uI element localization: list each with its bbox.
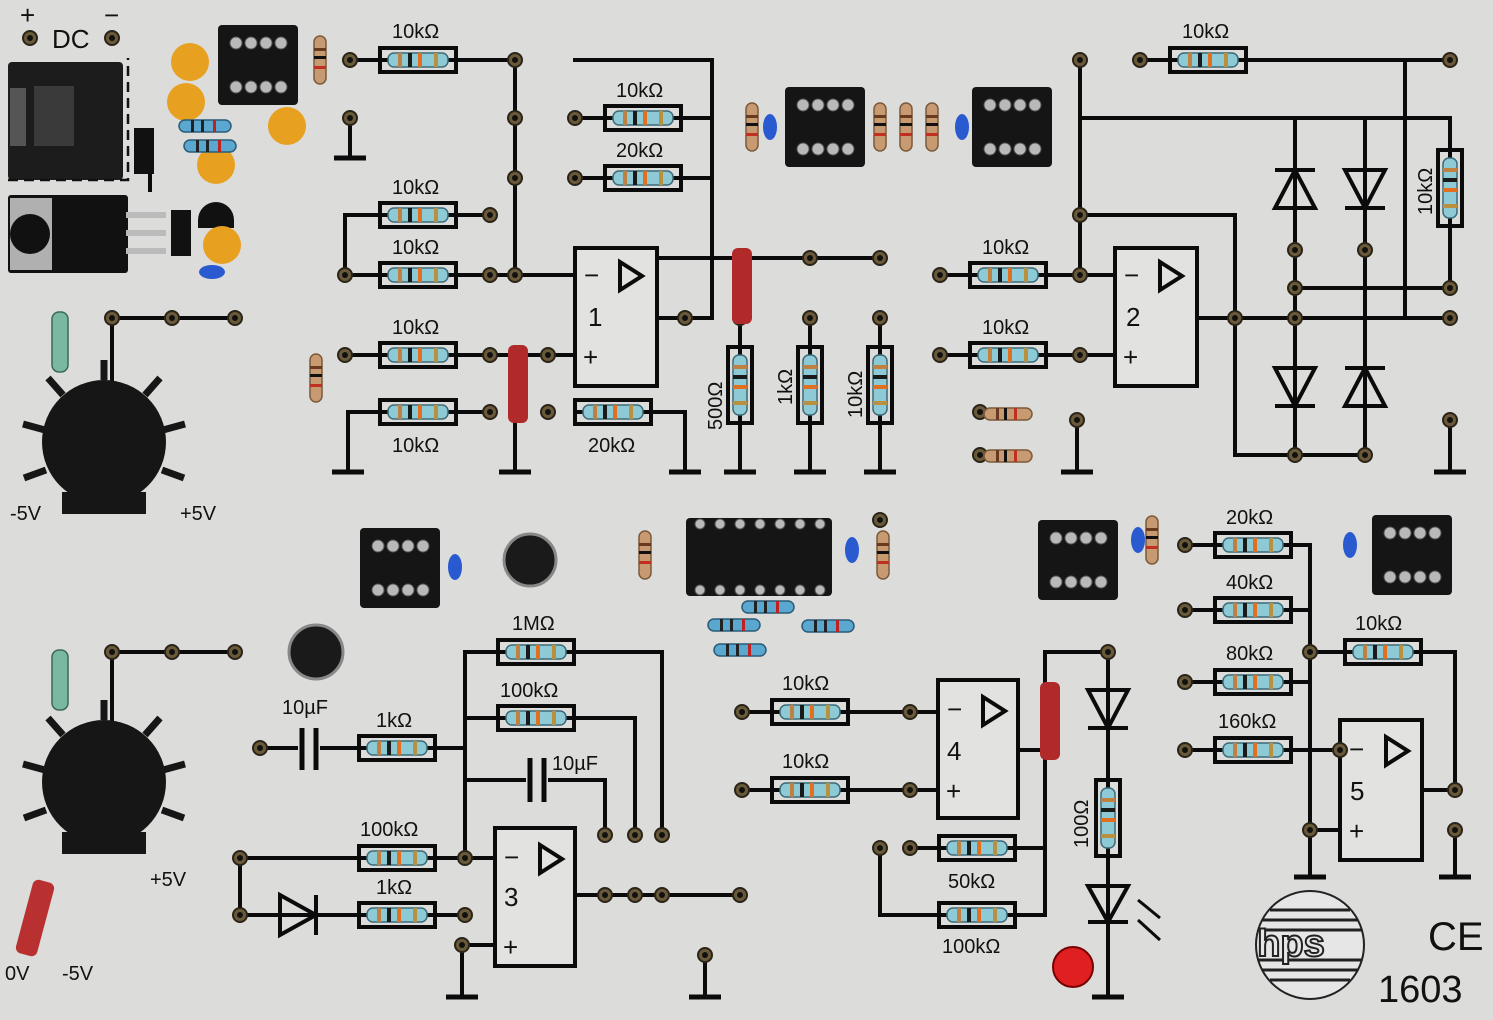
svg-text:20kΩ: 20kΩ	[616, 140, 663, 162]
svg-text:100kΩ: 100kΩ	[942, 936, 1000, 958]
svg-text:10kΩ: 10kΩ	[392, 435, 439, 457]
sockets[interactable]	[22, 30, 1463, 963]
knob-2	[22, 700, 186, 854]
svg-text:+: +	[503, 932, 518, 962]
svg-text:−: −	[1349, 734, 1364, 764]
svg-text:100kΩ: 100kΩ	[360, 819, 418, 841]
hps-logo-text: hps	[1257, 923, 1325, 965]
hps-logo	[1255, 890, 1365, 1000]
opamp-3: − + 3	[493, 826, 577, 968]
plus-label: +	[20, 0, 35, 30]
opamp-2-number: 2	[1126, 302, 1140, 332]
svg-text:10kΩ: 10kΩ	[1182, 21, 1229, 43]
svg-text:80kΩ: 80kΩ	[1226, 643, 1273, 665]
svg-text:10µF: 10µF	[552, 753, 598, 775]
svg-text:+: +	[1349, 816, 1364, 846]
ce-mark: CE	[1428, 915, 1484, 959]
opamp-1-number: 1	[588, 302, 602, 332]
svg-text:10kΩ: 10kΩ	[782, 673, 829, 695]
svg-text:50kΩ: 50kΩ	[948, 871, 995, 893]
svg-text:20kΩ: 20kΩ	[1226, 507, 1273, 529]
svg-text:10kΩ: 10kΩ	[392, 237, 439, 259]
switch-minus5v-label: -5V	[62, 963, 94, 985]
svg-text:100kΩ: 100kΩ	[500, 680, 558, 702]
svg-text:1kΩ: 1kΩ	[376, 877, 412, 899]
opamp-3-number: 3	[504, 882, 518, 912]
svg-text:+: +	[946, 776, 961, 806]
pot1-plus-label: +5V	[180, 503, 217, 525]
ic-14pin	[686, 518, 832, 596]
labels: + − DC 10kΩ 10kΩ 20kΩ 10kΩ 10kΩ 10kΩ 10k…	[5, 0, 1484, 1011]
capacitor-symbols	[298, 728, 548, 802]
switch-0v-label: 0V	[5, 963, 30, 985]
svg-text:+: +	[1123, 342, 1138, 372]
svg-text:10kΩ: 10kΩ	[982, 317, 1029, 339]
svg-text:100Ω: 100Ω	[1071, 800, 1093, 848]
dc-label: DC	[52, 24, 90, 54]
svg-text:10kΩ: 10kΩ	[392, 317, 439, 339]
led	[1052, 946, 1094, 988]
svg-text:10kΩ: 10kΩ	[1355, 613, 1402, 635]
svg-text:40kΩ: 40kΩ	[1226, 572, 1273, 594]
svg-text:10kΩ: 10kΩ	[1415, 168, 1437, 215]
svg-text:−: −	[504, 842, 519, 872]
svg-text:20kΩ: 20kΩ	[588, 435, 635, 457]
diode-symbols	[278, 165, 1389, 942]
svg-text:−: −	[584, 260, 599, 290]
svg-text:10kΩ: 10kΩ	[392, 177, 439, 199]
opamp-4: − + 4	[936, 678, 1020, 820]
model-number: 1603	[1378, 969, 1463, 1011]
electrolytic-capacitor	[287, 623, 345, 681]
svg-text:10kΩ: 10kΩ	[392, 21, 439, 43]
opamp-5: − + 5	[1338, 718, 1424, 862]
components	[8, 24, 1453, 1000]
opamp-4-number: 4	[947, 736, 961, 766]
electrolytic-capacitor	[502, 532, 558, 588]
svg-text:10kΩ: 10kΩ	[982, 237, 1029, 259]
svg-text:1kΩ: 1kΩ	[775, 369, 797, 405]
svg-text:10µF: 10µF	[282, 697, 328, 719]
svg-text:160kΩ: 160kΩ	[1218, 711, 1276, 733]
transistor	[198, 202, 234, 228]
opamp-5-number: 5	[1350, 776, 1364, 806]
svg-text:500Ω: 500Ω	[705, 382, 727, 430]
svg-text:1kΩ: 1kΩ	[376, 710, 412, 732]
svg-text:10kΩ: 10kΩ	[616, 80, 663, 102]
svg-text:1MΩ: 1MΩ	[512, 613, 555, 635]
opamp-1: − + 1	[573, 246, 659, 388]
knob-1	[22, 360, 186, 514]
pot2-plus-label: +5V	[150, 869, 187, 891]
svg-text:−: −	[1124, 260, 1139, 290]
opamp-2: − + 2	[1113, 246, 1199, 388]
svg-text:10kΩ: 10kΩ	[782, 751, 829, 773]
svg-text:−: −	[947, 694, 962, 724]
minus-label: −	[104, 0, 119, 30]
svg-text:10kΩ: 10kΩ	[845, 371, 867, 418]
pot1-minus-label: -5V	[10, 503, 42, 525]
svg-text:+: +	[583, 342, 598, 372]
